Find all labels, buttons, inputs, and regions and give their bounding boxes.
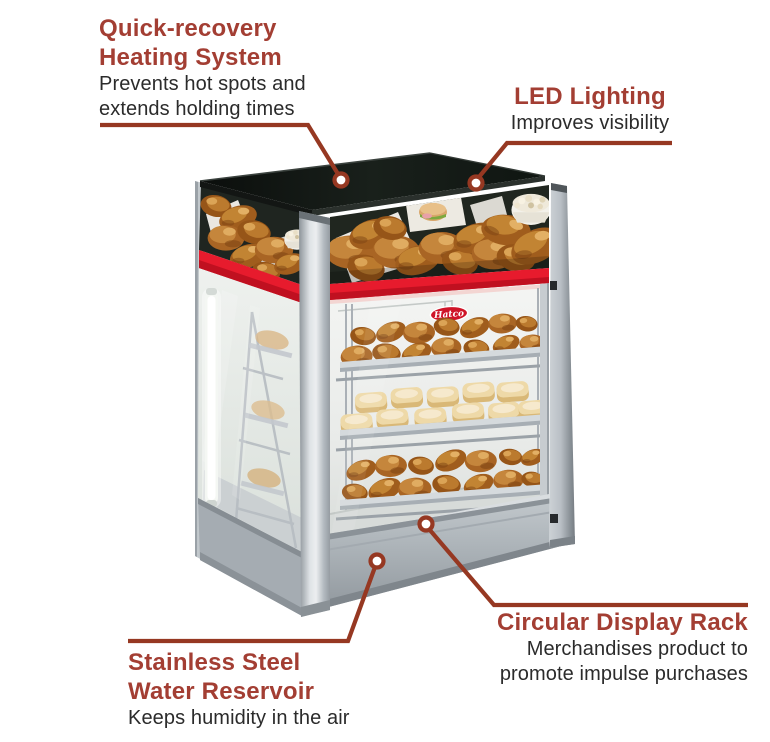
sandwich-graphic — [419, 203, 447, 221]
reservoir-desc: Keeps humidity in the air — [128, 707, 350, 729]
heating-callout-dot — [332, 171, 350, 189]
rack-callout: Circular Display Rack Merchandises produ… — [448, 608, 748, 687]
reservoir-callout: Stainless Steel Water Reservoir Keeps hu… — [128, 648, 398, 731]
reservoir-title-line2: Water Reservoir — [128, 678, 315, 705]
tray-middle-biscuits — [339, 380, 549, 440]
led-callout-line — [477, 140, 672, 179]
heating-desc-line2: extends holding times — [99, 98, 295, 120]
rack-title: Circular Display Rack — [497, 609, 748, 636]
red-stripe-front — [330, 268, 549, 300]
interior-display: Hatco — [330, 283, 549, 542]
brand-logo: Hatco — [429, 305, 469, 323]
heating-desc-line1: Prevents hot spots and — [99, 73, 306, 95]
door-hinge-detail-bottom — [550, 514, 558, 523]
red-stripe-left — [199, 250, 311, 306]
left-glass-panel — [198, 268, 302, 552]
door-hinge-detail-top — [550, 281, 557, 290]
rack-callout-line — [427, 527, 748, 608]
header-graphics-left — [199, 184, 312, 288]
base-left-side — [198, 498, 302, 616]
heating-callout-line — [100, 122, 340, 176]
header-graphics-front — [330, 185, 549, 284]
reservoir-callout-line — [128, 566, 377, 644]
brand-logo-text: Hatco — [433, 309, 465, 321]
post-front-right — [549, 183, 575, 548]
rack-side-frame — [232, 311, 298, 549]
tray-top-fried-chicken — [339, 312, 548, 372]
rack-callout-dot — [417, 515, 435, 533]
callout-dots — [332, 171, 485, 570]
led-callout-dot — [467, 174, 485, 192]
heating-title-line1: Quick-recovery — [99, 15, 277, 42]
tray-ends-through-glass — [240, 330, 293, 497]
top-panel — [199, 152, 546, 216]
rack-desc-line1: Merchandises product to — [526, 638, 748, 660]
post-front-left — [299, 211, 330, 617]
led-title: LED Lighting — [514, 83, 666, 110]
heating-callout: Quick-recovery Heating System Prevents h… — [99, 14, 369, 122]
rack-desc-line2: promote impulse purchases — [499, 663, 748, 685]
reservoir-callout-dot — [368, 552, 386, 570]
heating-title-line2: Heating System — [99, 44, 282, 71]
callout-lines — [100, 122, 748, 644]
led-desc: Improves visibility — [510, 112, 670, 134]
light-tube — [202, 288, 221, 508]
reservoir-title-line1: Stainless Steel — [128, 649, 301, 676]
led-callout: LED Lighting Improves visibility — [470, 82, 710, 136]
tray-bottom-fried-chicken — [339, 444, 548, 510]
